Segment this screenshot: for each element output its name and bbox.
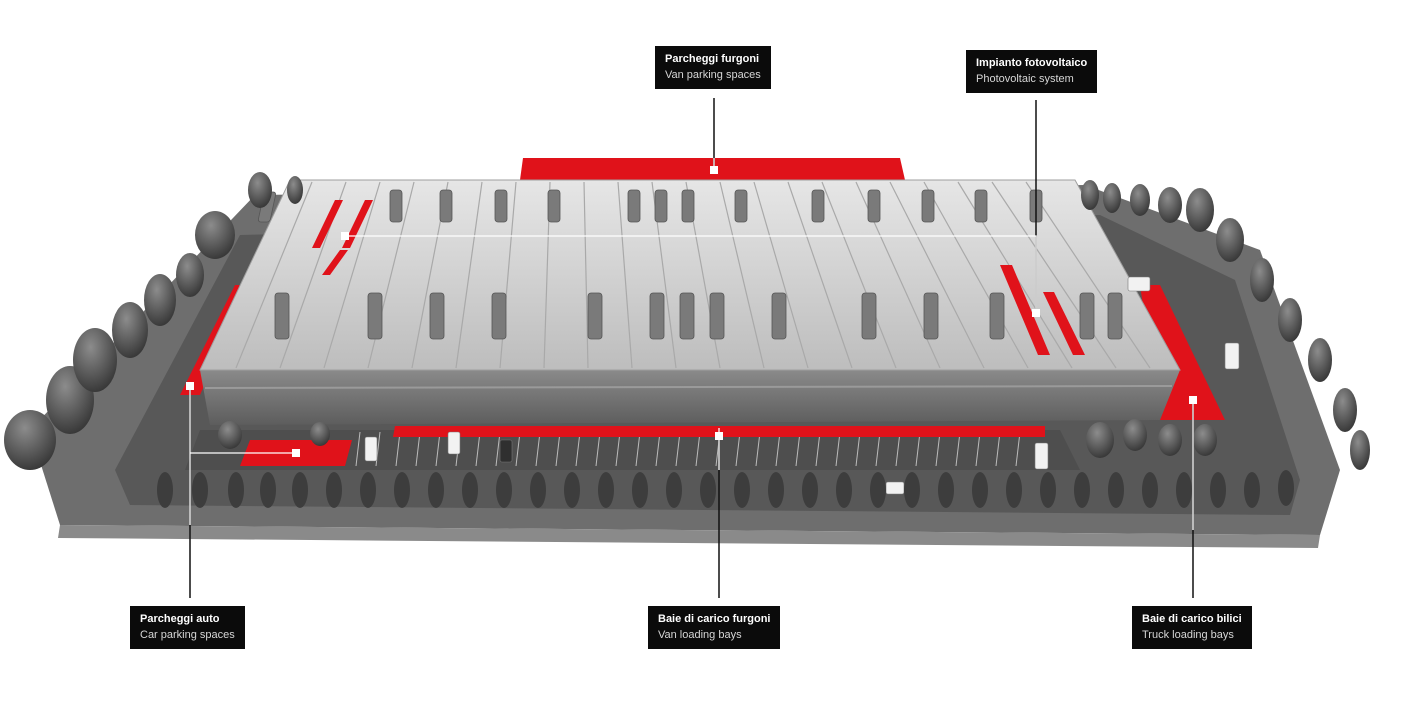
callout-subtitle: Photovoltaic system bbox=[976, 73, 1074, 85]
roof-skylights bbox=[257, 189, 1123, 340]
callout-title: Impianto fotovoltaico bbox=[976, 57, 1088, 69]
tree-border bbox=[4, 172, 1370, 470]
anchor-photovoltaic-right bbox=[1032, 309, 1040, 317]
callout-subtitle: Car parking spaces bbox=[140, 629, 235, 641]
callout-title: Baie di carico furgoni bbox=[658, 613, 771, 625]
callout-title: Parcheggi auto bbox=[140, 613, 220, 625]
vehicles bbox=[364, 276, 1240, 495]
anchor-truck-loading bbox=[1189, 396, 1197, 404]
site-edge bbox=[58, 525, 1320, 548]
callout-van-parking: Parcheggi furgoni Van parking spaces bbox=[655, 46, 771, 89]
callout-title: Baie di carico bilici bbox=[1142, 613, 1242, 625]
callout-car-parking: Parcheggi auto Car parking spaces bbox=[130, 606, 245, 649]
front-tree-row bbox=[157, 470, 1294, 508]
callout-title: Parcheggi furgoni bbox=[665, 53, 760, 65]
anchor-photovoltaic-left bbox=[341, 232, 349, 240]
callout-subtitle: Van parking spaces bbox=[665, 69, 761, 81]
anchor-van-loading bbox=[715, 432, 723, 440]
photovoltaic-panels bbox=[312, 200, 1085, 355]
anchor-car-parking-lot bbox=[292, 449, 300, 457]
building-facade bbox=[200, 370, 1180, 425]
callout-subtitle: Truck loading bays bbox=[1142, 629, 1234, 641]
anchor-points bbox=[186, 166, 1197, 457]
anchor-car-parking bbox=[186, 382, 194, 390]
parking-lines bbox=[355, 431, 1021, 467]
callout-subtitle: Van loading bays bbox=[658, 629, 742, 641]
anchor-van-parking bbox=[710, 166, 718, 174]
callout-truck-loading: Baie di carico bilici Truck loading bays bbox=[1132, 606, 1252, 649]
callout-photovoltaic: Impianto fotovoltaico Photovoltaic syste… bbox=[966, 50, 1098, 93]
facade-band bbox=[204, 385, 1173, 389]
callout-van-loading: Baie di carico furgoni Van loading bays bbox=[648, 606, 781, 649]
leader-photovoltaic-roof bbox=[345, 235, 1037, 312]
